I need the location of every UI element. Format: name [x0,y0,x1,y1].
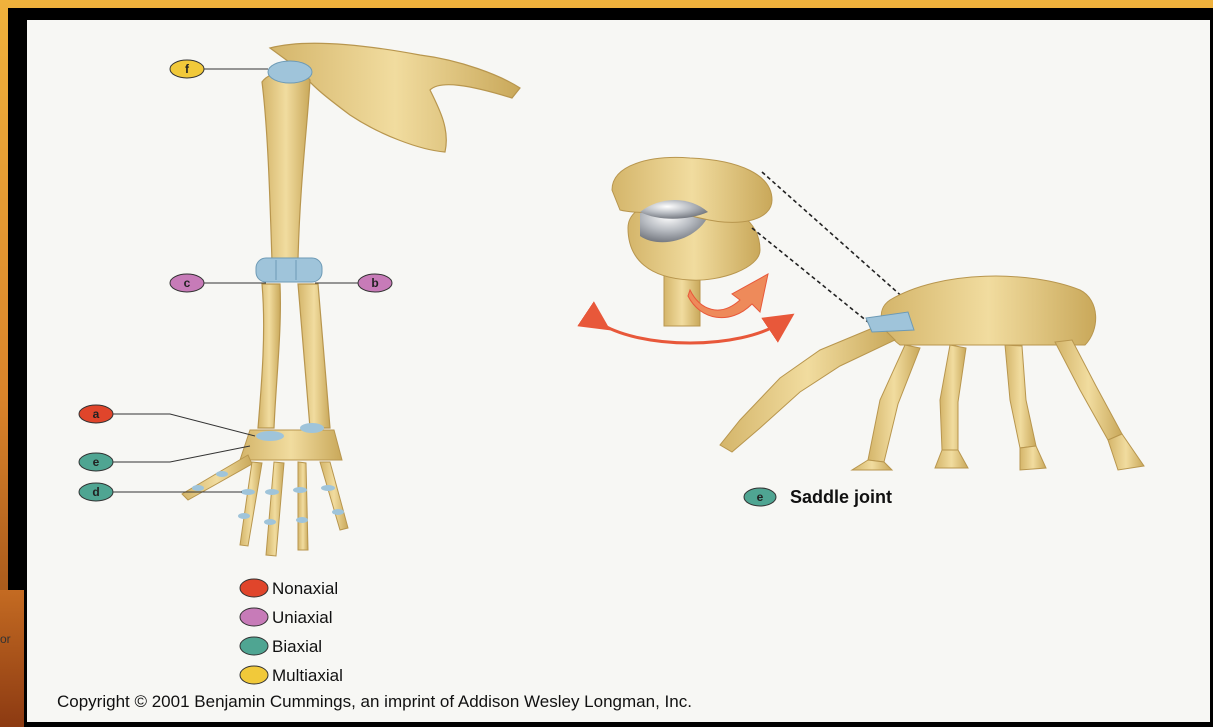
legend-item-multiaxial: Multiaxial [240,666,343,685]
guide-line-upper [762,172,906,300]
svg-text:e: e [93,455,100,469]
left-hand [182,423,348,556]
right-hand [720,276,1144,470]
svg-text:Biaxial: Biaxial [272,637,322,656]
label-d: d [79,483,242,501]
svg-text:c: c [184,276,191,290]
svg-text:b: b [371,276,378,290]
svg-text:Uniaxial: Uniaxial [272,608,332,627]
label-f: f [170,60,268,78]
svg-text:Multiaxial: Multiaxial [272,666,343,685]
label-b: b [315,274,392,292]
humerus [262,71,310,262]
legend-item-nonaxial: Nonaxial [240,579,338,598]
shoulder-joint-cartilage [268,61,312,83]
forearm-bones [258,284,330,428]
svg-text:e: e [757,490,764,504]
guide-line-lower [752,228,868,322]
label-e: e [79,446,250,471]
legend-item-biaxial: Biaxial [240,637,322,656]
elbow [256,258,322,282]
copyright-notice: Copyright © 2001 Benjamin Cummings, an i… [57,692,692,712]
label-c: c [170,274,266,292]
saddle-joint-caption: e Saddle joint [744,487,892,507]
svg-text:Saddle joint: Saddle joint [790,487,892,507]
label-a: a [79,405,255,436]
legend: Nonaxial Uniaxial Biaxial Multiaxial [240,579,343,685]
svg-text:d: d [92,485,99,499]
svg-text:Nonaxial: Nonaxial [272,579,338,598]
svg-text:a: a [93,407,100,421]
legend-item-uniaxial: Uniaxial [240,608,332,627]
